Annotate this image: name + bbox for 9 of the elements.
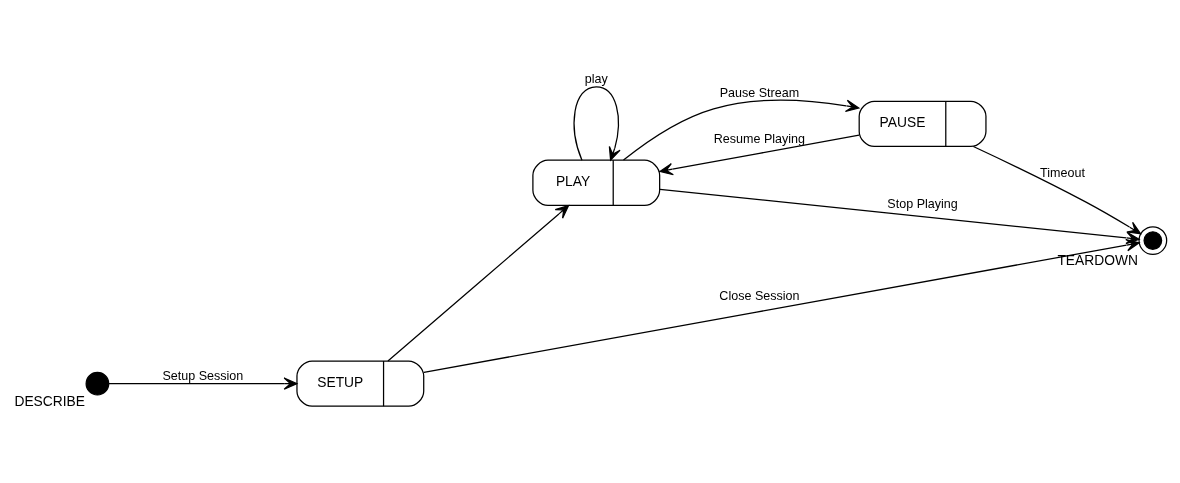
edge-label: Resume Playing (713, 131, 806, 146)
node-label: TEARDOWN (1057, 253, 1138, 269)
node-label: DESCRIBE (14, 393, 86, 409)
edge-label: Close Session (719, 288, 800, 303)
edge-label: Stop Playing (887, 196, 958, 211)
edge-label: Pause Stream (719, 86, 800, 101)
edge-label: play (584, 72, 608, 87)
edge-label: Setup Session (162, 368, 244, 383)
edge-label: Timeout (1040, 165, 1085, 180)
